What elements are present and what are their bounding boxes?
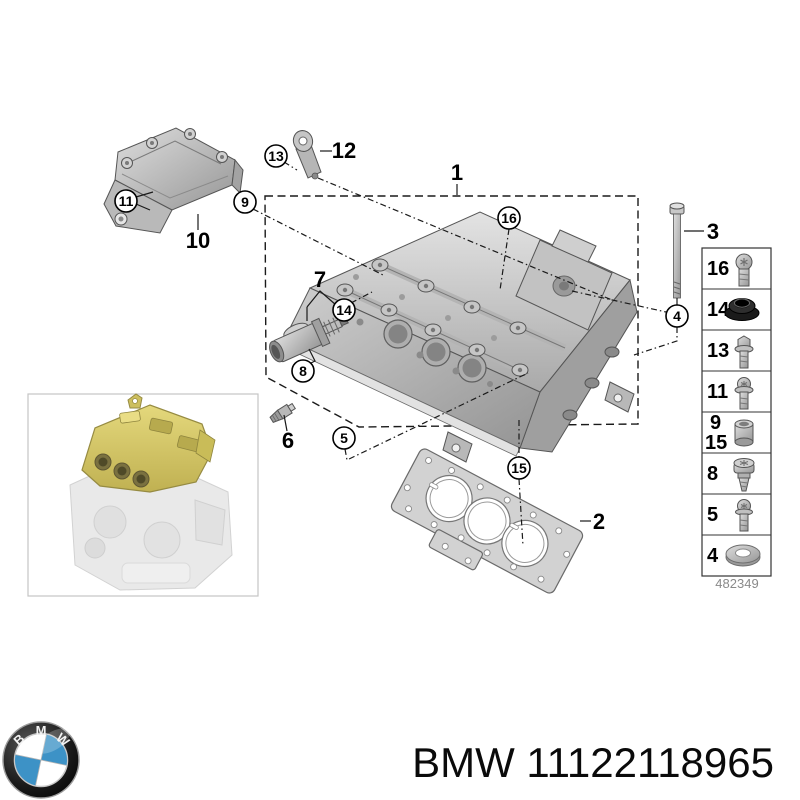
legend-num-15: 15 bbox=[705, 432, 727, 454]
callout-circle-14: 14 bbox=[332, 298, 356, 322]
legend-row: 4 bbox=[707, 544, 761, 567]
callout-label-6: 6 bbox=[282, 428, 294, 453]
callout-circle-9: 9 bbox=[233, 190, 257, 214]
cylinder-head-drawing bbox=[281, 211, 638, 463]
callout-label-12: 12 bbox=[332, 138, 356, 163]
lifting-eye-drawing bbox=[292, 130, 322, 180]
legend-num-5: 5 bbox=[707, 504, 718, 526]
legend-row: 11 bbox=[707, 377, 754, 410]
callout-label-15: 15 bbox=[511, 460, 527, 476]
callout-label-5: 5 bbox=[340, 430, 348, 446]
screw-plug-icon bbox=[733, 458, 755, 492]
callout-label-16: 16 bbox=[501, 210, 517, 226]
legend-row: 14 bbox=[707, 298, 760, 321]
callout-circle-16: 16 bbox=[497, 206, 521, 230]
legend-row: 8 bbox=[707, 458, 755, 492]
callout-circle-5: 5 bbox=[332, 426, 356, 450]
callout-label-13: 13 bbox=[268, 148, 284, 164]
callout-circle-4: 4 bbox=[665, 304, 689, 328]
head-bolt-drawing bbox=[669, 202, 685, 299]
callout-label-7: 7 bbox=[314, 267, 326, 292]
callout-label-14: 14 bbox=[336, 302, 352, 318]
callout-label-1: 1 bbox=[451, 160, 463, 185]
legend-num-9: 9 bbox=[710, 412, 721, 434]
callout-label-10: 10 bbox=[186, 228, 210, 253]
callout-label-11: 11 bbox=[119, 193, 134, 209]
legend-num-14: 14 bbox=[707, 299, 730, 321]
callout-label-8: 8 bbox=[299, 363, 307, 379]
engine-bracket-drawing bbox=[103, 127, 244, 234]
drawing-number-text: 482349 bbox=[715, 576, 758, 591]
washer-icon bbox=[725, 544, 761, 567]
legend-row: 9 15 bbox=[705, 412, 754, 454]
callout-label-4: 4 bbox=[673, 308, 681, 324]
seal-ring-icon bbox=[724, 298, 760, 321]
callout-label-3: 3 bbox=[707, 219, 719, 244]
dowel-sleeve-icon bbox=[734, 419, 754, 447]
callout-circle-8: 8 bbox=[291, 359, 315, 383]
legend-num-13: 13 bbox=[707, 340, 729, 362]
logo-letter-m: M bbox=[36, 723, 47, 738]
legend-num-11: 11 bbox=[707, 381, 728, 403]
callout-label-2: 2 bbox=[593, 509, 605, 534]
head-gasket-drawing bbox=[390, 448, 584, 594]
callout-circle-11: 11 bbox=[114, 189, 138, 213]
legend-num-16: 16 bbox=[707, 258, 729, 280]
legend-row: 16 bbox=[707, 253, 753, 287]
legend-num-8: 8 bbox=[707, 463, 718, 485]
engine-thumbnail bbox=[27, 393, 259, 597]
callout-circle-13: 13 bbox=[264, 144, 288, 168]
vanos-solenoid-drawing bbox=[269, 316, 349, 363]
hex-washer-bolt-icon bbox=[734, 377, 754, 410]
part-number-text: BMW 11122118965 bbox=[412, 739, 774, 786]
torx-flange-bolt-icon bbox=[735, 499, 753, 532]
hex-flange-bolt-icon bbox=[734, 335, 754, 369]
bmw-roundel-logo: B M W bbox=[2, 721, 80, 799]
torx-screw-icon bbox=[735, 253, 753, 287]
sensor-drawing bbox=[269, 402, 296, 423]
highlighted-head bbox=[81, 393, 216, 493]
legend-row: 5 bbox=[707, 499, 753, 532]
callout-circle-15: 15 bbox=[507, 456, 531, 480]
legend-row: 13 bbox=[707, 335, 754, 369]
legend-table: 16 14 13 bbox=[701, 247, 772, 577]
legend-num-4: 4 bbox=[707, 545, 719, 567]
callout-label-9: 9 bbox=[241, 194, 249, 210]
